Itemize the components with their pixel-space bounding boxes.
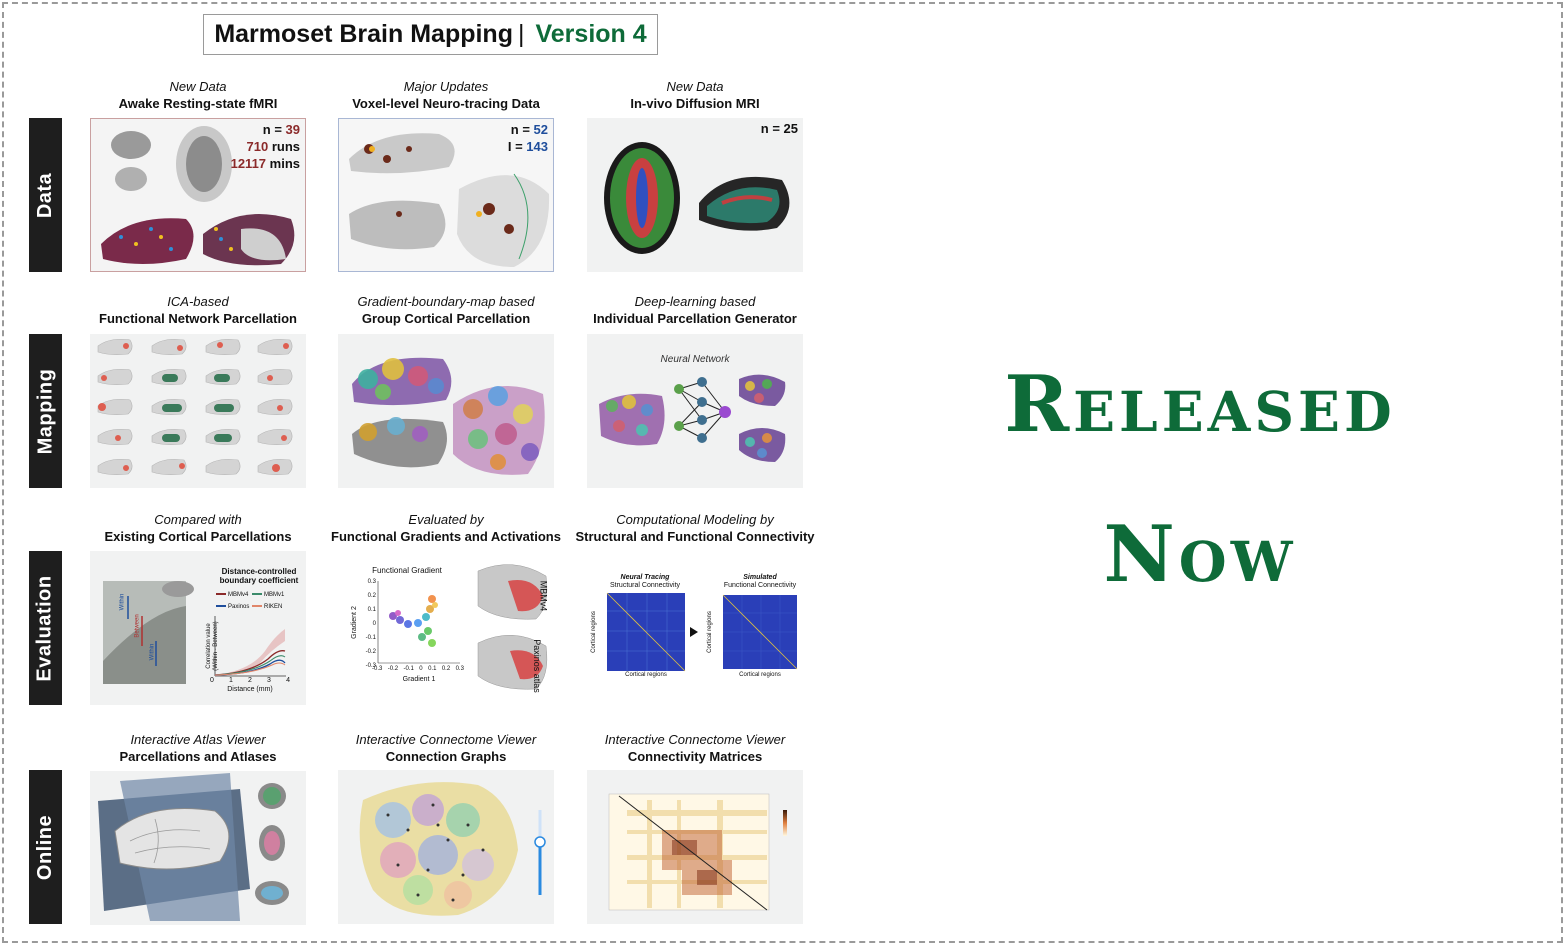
compare-chart-title: Distance-controlled boundary coefficient — [219, 567, 299, 585]
tracing-stats: n = 52 I = 143 — [507, 122, 548, 154]
panel-gradient-parcellation — [338, 334, 554, 488]
panel-diffusion: n = 25 — [587, 118, 803, 272]
functional-plot-title: Functional Gradient — [372, 566, 442, 575]
headline-line-2: Now — [1103, 509, 1297, 600]
connection-graph-figure — [359, 782, 546, 916]
caption-connectivity-matrices: Interactive Connectome Viewer Connectivi… — [604, 732, 786, 764]
functional-side-label-2: Paxinos atlas — [531, 639, 542, 693]
model-axis-label-y1: Cortical regions — [590, 611, 597, 653]
panel-connection-graphs — [338, 770, 554, 924]
panel-atlas-viewer — [90, 771, 306, 925]
panel-compare: Distance-controlled boundary coefficient… — [90, 551, 306, 705]
tracing-figure — [349, 133, 550, 267]
fmri-figure — [101, 126, 295, 266]
compare-ylabel: Correlation value (Within - Between) — [206, 621, 219, 671]
caption-connection-graphs: Interactive Connectome Viewer Connection… — [355, 732, 537, 764]
caption-ica: ICA-based Functional Network Parcellatio… — [99, 294, 297, 326]
panel-tracing: n = 52 I = 143 — [338, 118, 554, 272]
caption-compare: Compared with Existing Cortical Parcella… — [104, 512, 292, 544]
panel-deep-learning: Neural Network — [587, 334, 803, 488]
neural-network-label: Neural Network — [660, 354, 730, 365]
fmri-stats: n = 39 710 runs 12117 mins — [230, 122, 300, 171]
row-label-mapping: Mapping — [29, 334, 62, 488]
headline-line-1: Released — [1004, 359, 1396, 450]
model-axis-label-y2: Cortical regions — [706, 611, 713, 653]
model-matrix-2-title: Simulated Functional Connectivity — [723, 574, 797, 589]
connectivity-matrices-figure — [606, 592, 798, 672]
title-main: Marmoset Brain Mapping — [214, 20, 513, 48]
row-label-data: Data — [29, 118, 62, 272]
caption-functional: Evaluated by Functional Gradients and Ac… — [331, 512, 561, 544]
model-axis-label-x1: Cortical regions — [625, 672, 667, 678]
compare-figure — [103, 581, 286, 684]
model-axis-label-x2: Cortical regions — [739, 672, 781, 678]
functional-xlabel: Gradient 1 — [402, 676, 436, 683]
row-label-online: Online — [29, 770, 62, 924]
ica-figure — [97, 338, 293, 475]
caption-modeling: Computational Modeling by Structural and… — [575, 512, 815, 544]
panel-ica — [90, 334, 306, 488]
compare-xlabel: Distance (mm) — [227, 686, 273, 693]
diffusion-figure — [604, 142, 790, 254]
caption-deep-learning: Deep-learning based Individual Parcellat… — [593, 294, 797, 326]
caption-tracing: Major Updates Voxel-level Neuro-tracing … — [352, 79, 540, 111]
caption-gradient-parcellation: Gradient-boundary-map based Group Cortic… — [357, 294, 535, 326]
released-now-headline: Released Now — [880, 330, 1520, 630]
model-matrix-1-title: Neural Tracing Structural Connectivity — [609, 574, 681, 589]
caption-atlas-viewer: Interactive Atlas Viewer Parcellations a… — [119, 732, 277, 764]
panel-modeling: Neural Tracing Structural Connectivity S… — [587, 551, 803, 705]
gradient-parcellation-figure — [352, 357, 545, 475]
caption-diffusion: New Data In-vivo Diffusion MRI — [630, 79, 760, 111]
title-separator: | — [517, 20, 525, 48]
functional-side-label-1: MBMv4 — [538, 580, 549, 612]
neural-network-figure — [599, 374, 786, 462]
functional-gradient-figure — [377, 564, 548, 690]
panel-connectivity-matrices — [587, 770, 803, 924]
row-label-evaluation: Evaluation — [29, 551, 62, 705]
functional-ylabel: Gradient 2 — [350, 606, 358, 639]
title-version: Version 4 — [535, 20, 647, 48]
connectivity-matrix-figure — [608, 793, 787, 911]
atlas-viewer-figure — [98, 773, 289, 921]
panel-fmri: n = 39 710 runs 12117 mins — [90, 118, 306, 272]
page-title: Marmoset Brain Mapping | Version 4 — [203, 14, 658, 55]
diffusion-stats: n = 25 — [760, 121, 798, 136]
caption-fmri: New Data Awake Resting-state fMRI — [118, 79, 278, 111]
